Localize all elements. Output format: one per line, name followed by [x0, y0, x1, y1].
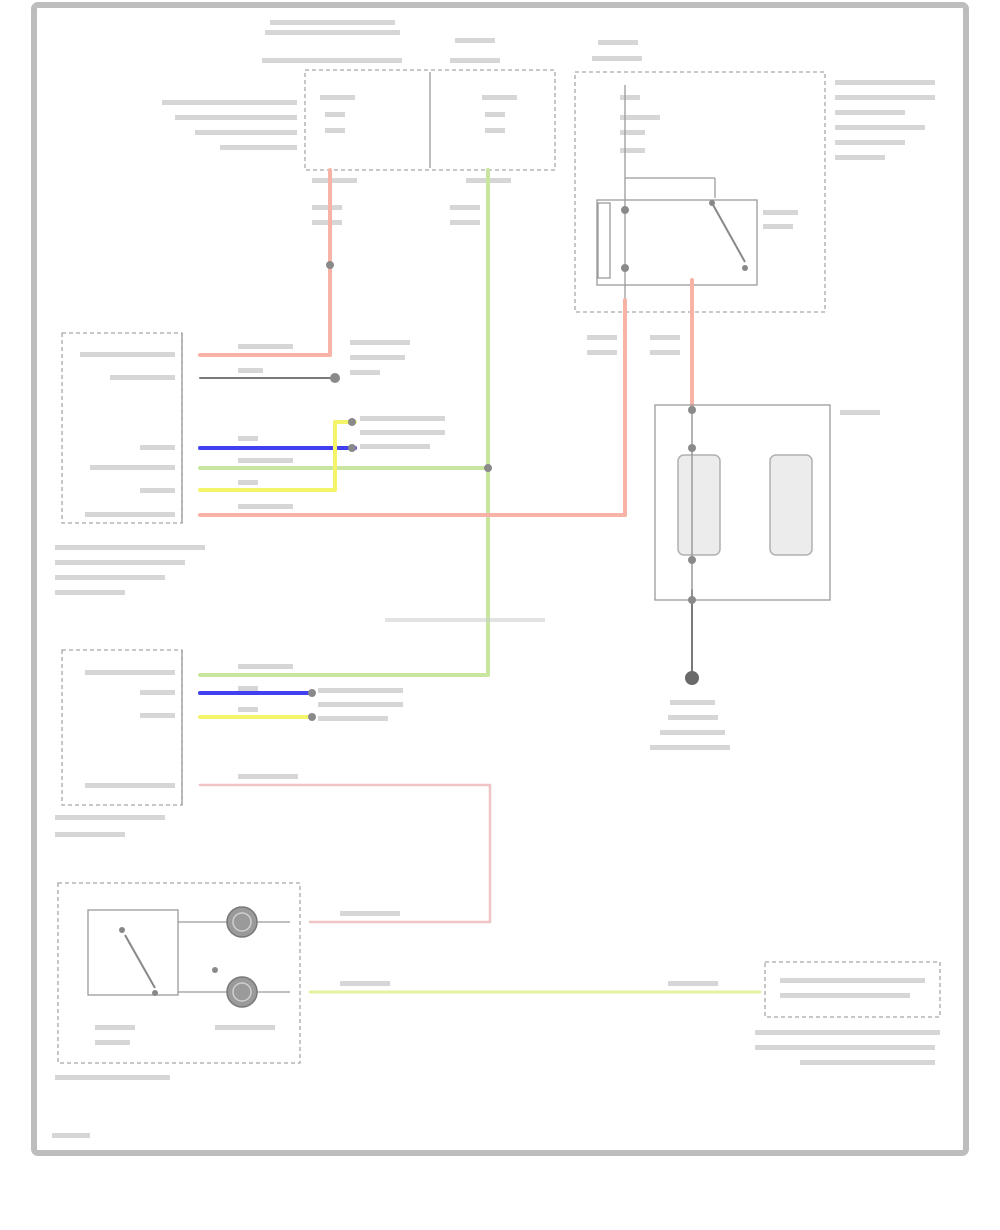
diagram-code	[52, 1133, 90, 1138]
wire-pink-1	[198, 168, 332, 357]
wires	[198, 168, 762, 994]
wire-yellow-1	[198, 420, 357, 492]
ipdm-connector	[55, 649, 183, 837]
junction-dots	[212, 206, 696, 973]
bcm-connector	[55, 332, 205, 595]
wire-pale-pink	[198, 783, 492, 924]
steering-sensor-box	[755, 961, 941, 1065]
fuse-labels-left	[162, 95, 517, 225]
relay-switch-icon	[709, 200, 798, 271]
fuse-block-left	[262, 20, 556, 171]
horn-relay-module	[574, 40, 935, 330]
wire-pink-2	[198, 298, 627, 517]
wire-labels	[238, 335, 718, 986]
ground-icon	[650, 671, 730, 750]
wire-green-1	[198, 168, 490, 677]
diagram-frame	[31, 2, 969, 1156]
clockspring-icon	[226, 906, 258, 1008]
horn-icon	[654, 404, 880, 601]
